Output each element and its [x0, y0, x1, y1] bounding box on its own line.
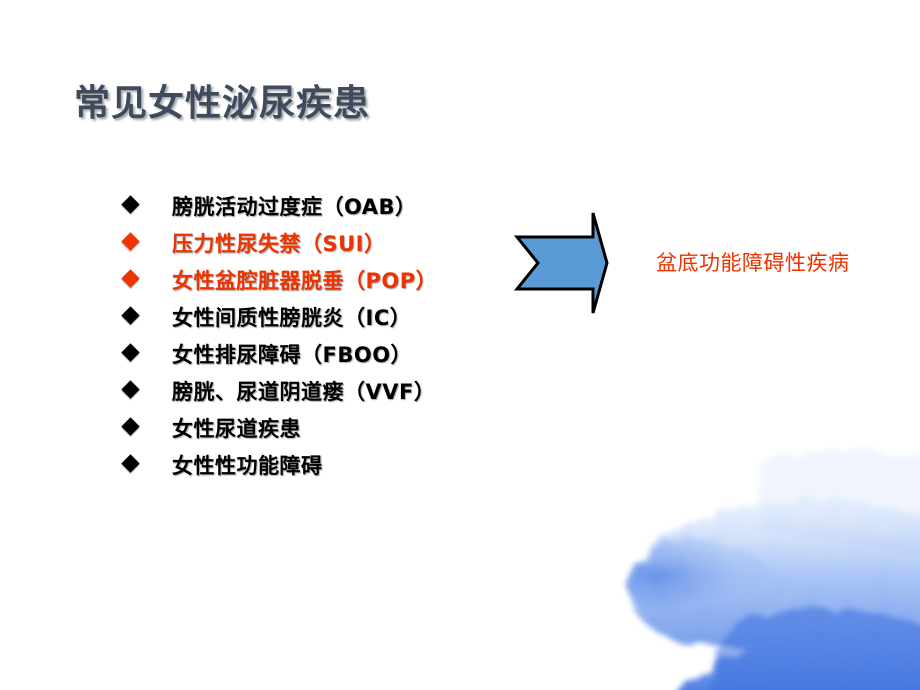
list-item: 女性尿道疾患 [120, 409, 437, 446]
diamond-bullet-icon [120, 379, 144, 403]
disease-list: 膀胱活动过度症（OAB） 压力性尿失禁（SUI） 女性盆腔脏器脱垂（POP） 女… [120, 187, 437, 483]
list-item-text: 女性尿道疾患 [172, 416, 301, 441]
list-item-text: 女性间质性膀胱炎（IC） [172, 305, 412, 330]
diamond-bullet-icon [120, 305, 144, 329]
list-item: 女性间质性膀胱炎（IC） [120, 298, 437, 335]
list-item: 女性性功能障碍 [120, 446, 437, 483]
list-item-text: 膀胱、尿道阴道瘘（VVF） [172, 379, 436, 404]
list-item: 女性排尿障碍（FBOO） [120, 335, 437, 372]
result-label: 盆底功能障碍性疾病 [656, 251, 850, 275]
right-arrow-icon [514, 212, 609, 314]
list-item-highlighted: 压力性尿失禁（SUI） [120, 224, 437, 261]
list-item: 膀胱、尿道阴道瘘（VVF） [120, 372, 437, 409]
diamond-bullet-icon [120, 416, 144, 440]
diamond-bullet-icon [120, 268, 144, 292]
list-item-highlighted: 女性盆腔脏器脱垂（POP） [120, 261, 437, 298]
list-item-text: 压力性尿失禁（SUI） [172, 231, 386, 256]
slide-title: 常见女性泌尿疾患 [74, 83, 371, 124]
list-item: 膀胱活动过度症（OAB） [120, 187, 437, 224]
list-item-text: 女性盆腔脏器脱垂（POP） [172, 268, 438, 293]
watercolor-decoration-icon [628, 450, 920, 690]
list-item-text: 女性排尿障碍（FBOO） [172, 342, 413, 367]
diamond-bullet-icon [120, 231, 144, 255]
diamond-bullet-icon [120, 453, 144, 477]
list-item-text: 膀胱活动过度症（OAB） [172, 194, 417, 219]
list-item-text: 女性性功能障碍 [172, 453, 323, 478]
diamond-bullet-icon [120, 342, 144, 366]
diamond-bullet-icon [120, 194, 144, 218]
